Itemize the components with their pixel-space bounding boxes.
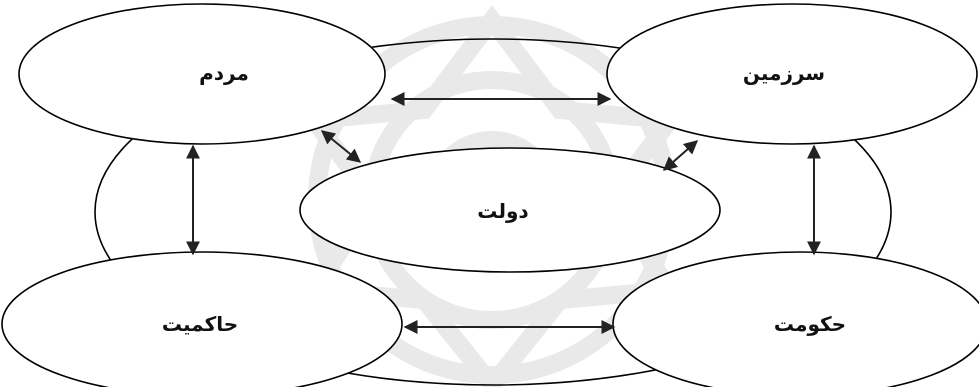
node-territory-label: سرزمین — [743, 61, 825, 85]
node-sovereignty-label: حاکمیت — [162, 312, 238, 336]
node-government-label: حکومت — [774, 312, 846, 336]
node-people-label: مردم — [199, 61, 249, 85]
node-state-label: دولت — [477, 199, 528, 223]
